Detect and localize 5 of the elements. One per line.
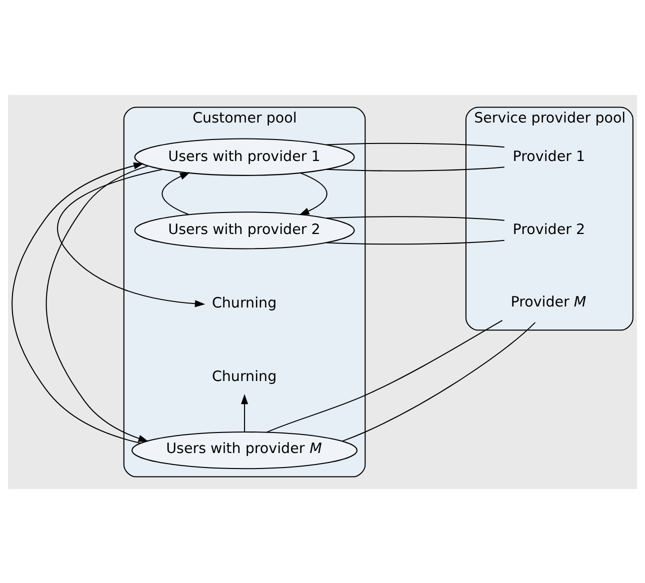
- node-text: Provider M: [510, 294, 586, 310]
- node-text: Churning: [212, 294, 277, 311]
- node-text: Provider 2: [512, 222, 586, 238]
- node-text: Churning: [212, 368, 277, 384]
- node-text: Provider 1: [512, 148, 586, 164]
